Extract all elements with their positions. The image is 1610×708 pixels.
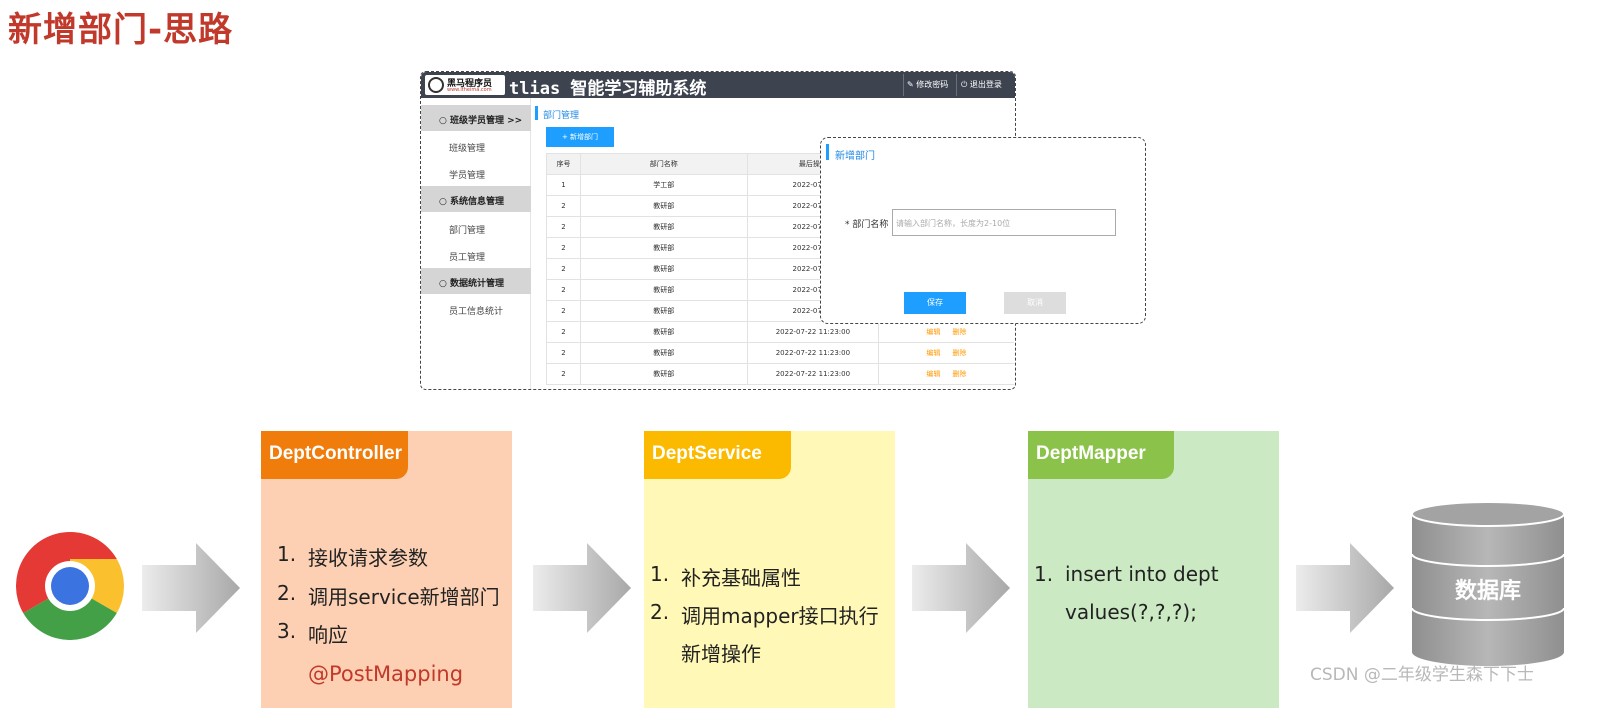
sidebar-item-dept-manage[interactable]: 部门管理: [449, 226, 486, 236]
arrow-right-icon: [1296, 543, 1394, 633]
arrow-right-icon: [912, 543, 1010, 633]
row-number-cell: 2: [546, 342, 581, 364]
add-dept-button[interactable]: + 新增部门: [546, 127, 614, 147]
dept-name-cell: 教研部: [579, 342, 748, 364]
sidebar-group-stats[interactable]: ○ 数据统计管理: [421, 268, 531, 294]
power-icon: ⏻: [961, 80, 968, 89]
chrome-icon: [16, 532, 124, 640]
logo-subtext: www.itheima.com: [447, 87, 492, 93]
dept-name-cell: 学工部: [579, 174, 748, 196]
row-number-cell: 2: [546, 363, 581, 385]
cancel-button[interactable]: 取消: [1004, 292, 1066, 314]
sidebar-item-class-manage[interactable]: 班级管理: [449, 144, 486, 154]
dept-name-cell: 教研部: [579, 279, 748, 301]
arrow-right-icon: [533, 543, 631, 633]
database-icon: 数据库: [1411, 501, 1565, 666]
dept-name-input[interactable]: 请输入部门名称，长度为2-10位: [892, 209, 1116, 236]
update-time-cell: 2022-07-22 11:23:00: [746, 321, 879, 343]
post-mapping-annotation: @PostMapping: [308, 662, 464, 686]
app-title: tlias 智能学习辅助系统: [509, 79, 707, 99]
row-number-cell: 2: [546, 258, 581, 280]
pencil-icon: ✎: [907, 80, 914, 89]
logout-label: 退出登录: [969, 80, 1002, 89]
dept-name-cell: 教研部: [579, 300, 748, 322]
delete-link[interactable]: 删除: [952, 370, 967, 378]
mapper-card: DeptMapper 1.insert into dept values(?,?…: [1028, 431, 1279, 708]
database-label: 数据库: [1455, 578, 1521, 604]
change-password-button[interactable]: ✎ 修改密码: [907, 79, 948, 90]
add-dept-dialog: 新增部门 * 部门名称 请输入部门名称，长度为2-10位 保存 取消: [820, 137, 1146, 324]
edit-link[interactable]: 编辑: [926, 370, 941, 378]
edit-link[interactable]: 编辑: [926, 349, 941, 357]
update-time-cell: 2022-07-22 11:23:00: [746, 363, 879, 385]
edit-link[interactable]: 编辑: [926, 328, 941, 336]
column-header-no: 序号: [546, 153, 581, 175]
sidebar-item-student-manage[interactable]: 学员管理: [449, 171, 486, 181]
delete-link[interactable]: 删除: [952, 349, 967, 357]
row-number-cell: 2: [546, 321, 581, 343]
breadcrumb: 部门管理: [543, 111, 580, 121]
change-password-label: 修改密码: [916, 80, 949, 89]
dept-name-cell: 教研部: [579, 216, 748, 238]
sidebar-item-emp-manage[interactable]: 员工管理: [449, 253, 486, 263]
logo-text: 黑马程序员: [447, 79, 493, 89]
dept-name-label: * 部门名称: [845, 220, 889, 230]
app-header: 黑马程序员 www.itheima.com tlias 智能学习辅助系统 ✎ 修…: [421, 72, 1015, 99]
dept-name-cell: 教研部: [579, 363, 748, 385]
sidebar: ○ 班级学员管理 >> 班级管理 学员管理 ○ 系统信息管理 部门管理 员工管理…: [421, 98, 531, 389]
breadcrumb-accent: [535, 106, 538, 120]
delete-link[interactable]: 删除: [952, 328, 967, 336]
dept-name-cell: 教研部: [579, 237, 748, 259]
row-actions-cell: 编辑 删除: [878, 342, 1014, 364]
sidebar-group-class[interactable]: ○ 班级学员管理 >>: [421, 105, 531, 131]
service-title: DeptService: [644, 431, 791, 479]
row-number-cell: 1: [546, 174, 581, 196]
watermark: CSDN @二年级学生森下下士: [1310, 665, 1534, 685]
arrow-right-icon: [142, 543, 240, 633]
row-number-cell: 2: [546, 279, 581, 301]
row-actions-cell: 编辑 删除: [878, 321, 1014, 343]
header-divider: [956, 74, 957, 96]
mapper-step-1-cont: values(?,?,?);: [1065, 600, 1197, 624]
mapper-title: DeptMapper: [1028, 431, 1174, 479]
row-actions-cell: 编辑 删除: [878, 363, 1014, 385]
page-title: 新增部门-思路: [8, 10, 234, 50]
dialog-title: 新增部门: [835, 151, 875, 162]
service-card: DeptService 1.补充基础属性 2.调用mapper接口执行 新增操作: [644, 431, 895, 708]
controller-card: DeptController 1.接收请求参数 2.调用service新增部门 …: [261, 431, 512, 708]
row-number-cell: 2: [546, 237, 581, 259]
logo: 黑马程序员 www.itheima.com: [425, 75, 505, 95]
header-divider: [903, 74, 904, 96]
logout-button[interactable]: ⏻ 退出登录: [961, 79, 1002, 90]
sidebar-group-system[interactable]: ○ 系统信息管理: [421, 186, 531, 212]
controller-title: DeptController: [261, 431, 408, 479]
dept-name-cell: 教研部: [579, 321, 748, 343]
column-header-name: 部门名称: [579, 153, 748, 175]
dialog-accent: [826, 144, 829, 160]
row-number-cell: 2: [546, 300, 581, 322]
dept-name-cell: 教研部: [579, 258, 748, 280]
dept-name-cell: 教研部: [579, 195, 748, 217]
save-button[interactable]: 保存: [904, 292, 966, 314]
row-number-cell: 2: [546, 195, 581, 217]
service-step-2-cont: 新增操作: [681, 642, 761, 666]
update-time-cell: 2022-07-22 11:23:00: [746, 342, 879, 364]
sidebar-item-emp-stats[interactable]: 员工信息统计: [449, 307, 504, 317]
row-number-cell: 2: [546, 216, 581, 238]
logo-icon: [428, 77, 444, 93]
